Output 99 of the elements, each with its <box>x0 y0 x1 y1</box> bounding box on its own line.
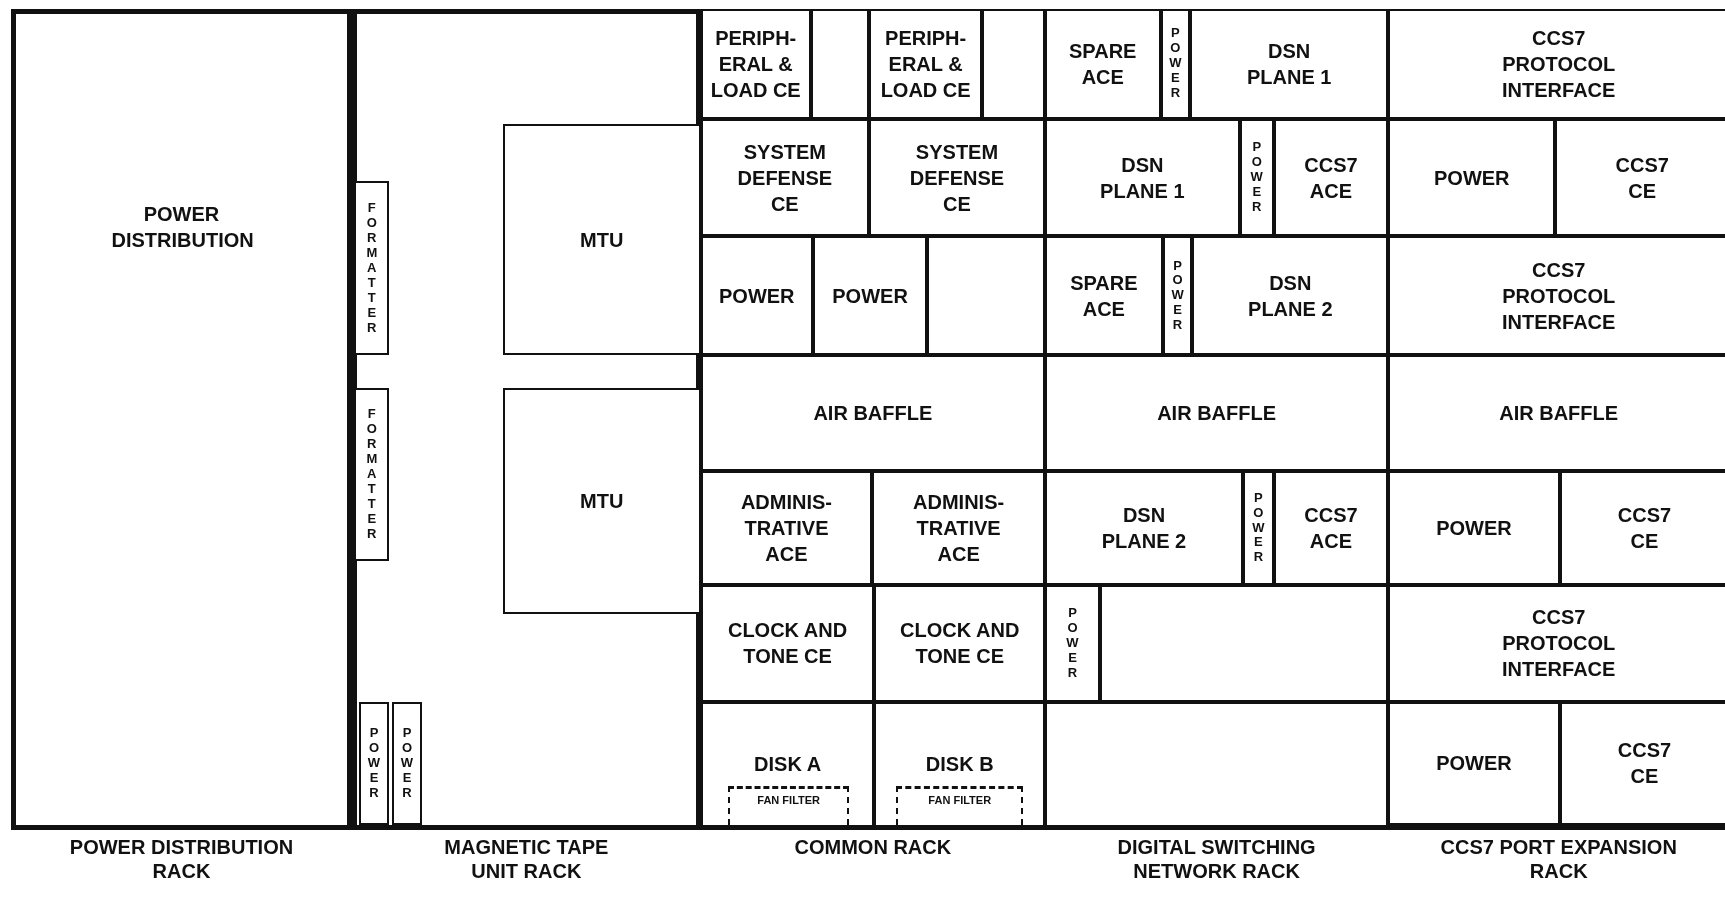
module-label: FAN FILTER <box>757 793 821 808</box>
rack-module <box>700 701 875 828</box>
module-label: AIR BAFFLE <box>1157 401 1277 427</box>
module-label: CCS7 ACE <box>1303 152 1359 204</box>
rack-module <box>1045 470 1243 586</box>
rack-module <box>874 701 1045 828</box>
module-label: PERIPH- ERAL & LOAD CE <box>879 25 972 103</box>
module-label: CCS7 CE <box>1616 503 1673 554</box>
module-label: FORMATTER <box>365 407 379 542</box>
module-label: CCS7 ACE <box>1303 503 1359 554</box>
module-label: DSN PLANE 2 <box>1100 503 1188 554</box>
rack-module <box>1243 470 1274 586</box>
fan-filter-outline <box>896 786 1023 825</box>
module-label: POWER <box>832 283 908 309</box>
module-label: SYSTEM DEFENSE CE <box>736 139 834 217</box>
rack-module <box>1190 8 1389 119</box>
module-label: CCS7 PROTOCOL INTERFACE <box>1501 25 1617 103</box>
rack-module <box>700 470 873 586</box>
rack-label: POWER DISTRIBUTION RACK <box>68 835 295 884</box>
rack-module <box>1273 118 1389 237</box>
rack-module <box>700 8 811 119</box>
module-label: SPARE ACE <box>1068 38 1138 90</box>
rack-module <box>1388 355 1725 471</box>
module-label: POWER DISTRIBUTION <box>111 201 252 253</box>
rack-module <box>1388 470 1560 586</box>
module-label: DSN PLANE 1 <box>1099 152 1186 204</box>
module-label: CCS7 CE <box>1616 738 1673 790</box>
rack-module <box>502 124 701 356</box>
module-label: ADMINIS- TRATIVE ACE <box>739 490 834 567</box>
rack-module <box>1045 236 1163 356</box>
rack-module <box>1045 118 1240 237</box>
rack-module <box>1160 8 1191 119</box>
module-label: PERIPH- ERAL & LOAD CE <box>709 25 802 103</box>
module-label: SPARE ACE <box>1069 270 1139 322</box>
empty-slot <box>927 236 1045 356</box>
module-label: FORMATTER <box>365 201 379 336</box>
rack-module <box>1559 701 1725 825</box>
empty-slot <box>982 8 1045 119</box>
rack-module <box>812 236 928 356</box>
module-label: POWER <box>1250 140 1264 215</box>
rack-module <box>354 181 390 356</box>
module-label: MTU <box>580 227 624 253</box>
rack-label: COMMON RACK <box>793 835 953 860</box>
module-label: FAN FILTER <box>928 793 992 808</box>
rack-module <box>1388 701 1560 825</box>
rack-module <box>1559 470 1725 586</box>
rack-module <box>358 701 390 825</box>
module-label: POWER <box>1436 751 1512 777</box>
module-label: SYSTEM DEFENSE CE <box>908 139 1006 217</box>
rack-label: DIGITAL SWITCHING NETWORK RACK <box>1116 835 1317 884</box>
module-label: CCS7 PROTOCOL INTERFACE <box>1501 605 1617 683</box>
module-label: POWER <box>1436 516 1512 541</box>
rack-module <box>1239 118 1274 237</box>
rack-module <box>700 118 869 237</box>
rack-module <box>1045 355 1389 471</box>
rack-module <box>700 355 1045 471</box>
rack-module <box>1045 585 1100 702</box>
fan-filter-outline <box>728 786 850 825</box>
rack-module <box>872 470 1045 586</box>
rack-module <box>874 585 1045 702</box>
module-label: DISK B <box>925 752 994 778</box>
module-label: POWER <box>1168 26 1182 102</box>
module-label: POWER <box>1251 490 1265 566</box>
module-label: MTU <box>580 489 624 515</box>
module-label: AIR BAFFLE <box>813 401 933 427</box>
rack-module <box>1388 585 1725 702</box>
empty-slot <box>810 8 869 119</box>
module-label: POWER <box>367 726 381 801</box>
rack-module <box>354 388 390 561</box>
rack-module <box>869 118 1045 237</box>
rack-module <box>1555 118 1725 237</box>
rack-module <box>391 701 423 825</box>
module-label: DISK A <box>754 752 822 778</box>
rack-module <box>700 585 875 702</box>
rack-module <box>700 236 813 356</box>
module-label: ADMINIS- TRATIVE ACE <box>912 490 1006 567</box>
module-label: DSN PLANE 2 <box>1247 270 1334 322</box>
module-label: POWER <box>1434 165 1510 191</box>
rack-label: MAGNETIC TAPE UNIT RACK <box>443 835 610 884</box>
module-label: CCS7 CE <box>1614 152 1670 204</box>
module-label: AIR BAFFLE <box>1499 401 1619 427</box>
rack-module <box>1192 236 1389 356</box>
rack-module <box>869 8 983 119</box>
rack-module <box>1388 8 1725 119</box>
module-label: CLOCK AND TONE CE <box>899 618 1021 670</box>
rack-module <box>1162 236 1193 356</box>
rack-module <box>1388 236 1725 356</box>
rack-module <box>1388 118 1556 237</box>
rack-module <box>1045 8 1161 119</box>
rack-module <box>502 388 701 614</box>
module-label: POWER <box>1066 606 1079 681</box>
rack-label: CCS7 PORT EXPANSION RACK <box>1439 835 1678 884</box>
module-label: POWER <box>400 726 414 801</box>
module-label: DSN PLANE 1 <box>1245 38 1333 90</box>
module-label: POWER <box>1171 258 1185 334</box>
module-label: CLOCK AND TONE CE <box>726 618 849 670</box>
rack-module <box>1273 470 1389 586</box>
module-label: CCS7 PROTOCOL INTERFACE <box>1501 257 1617 335</box>
module-label: POWER <box>719 283 795 309</box>
